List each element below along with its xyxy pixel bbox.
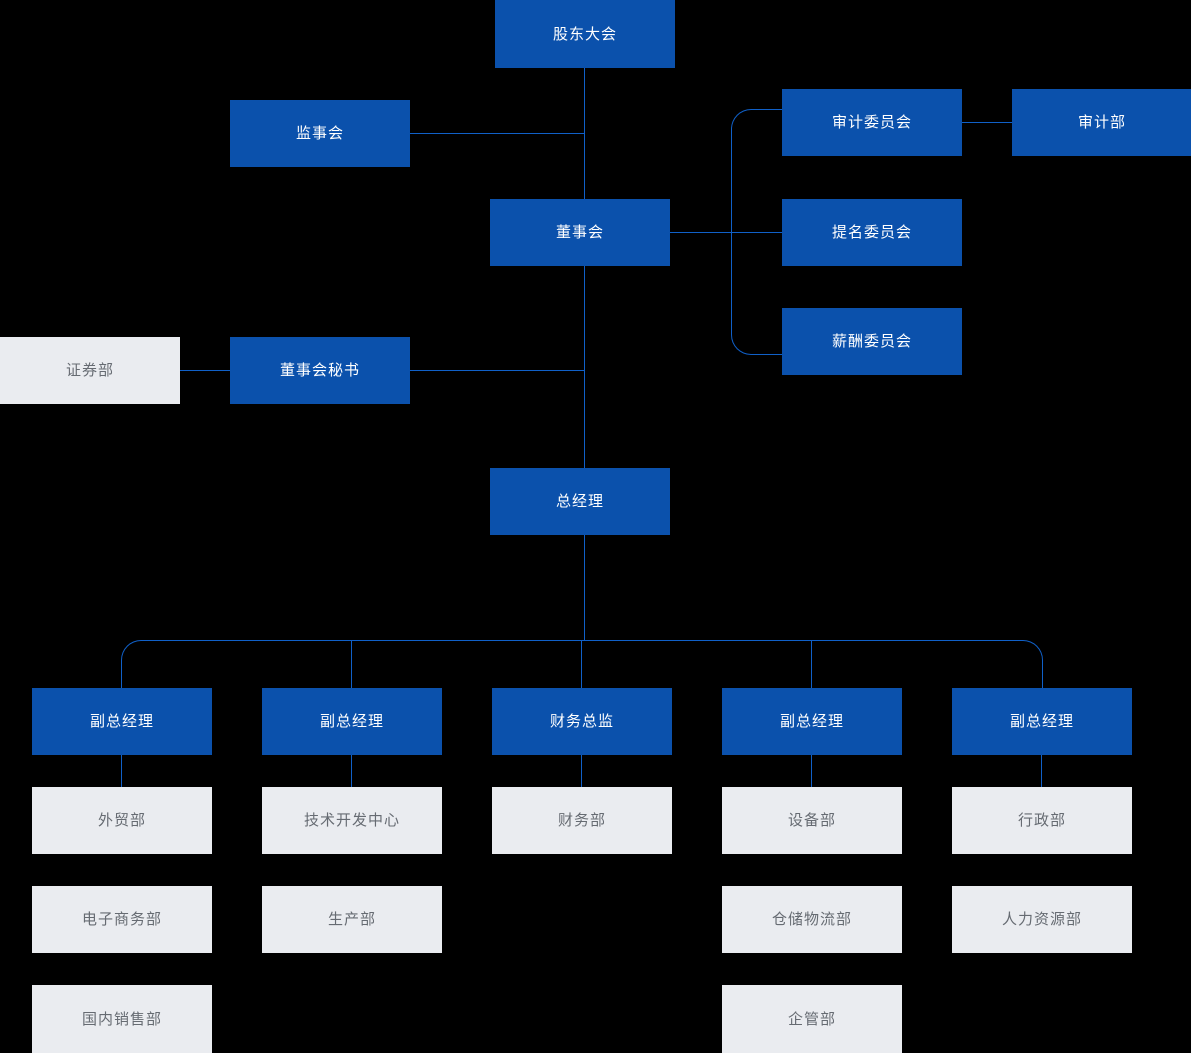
edge-board-to-committee-rail [670, 232, 732, 233]
node-label: 审计委员会 [831, 114, 912, 131]
node-shareholders[interactable]: 股东大会 [495, 0, 675, 68]
node-audit-dept[interactable]: 审计部 [1012, 89, 1191, 156]
node-label: 董事会秘书 [279, 362, 360, 379]
edge-rail-to-cfo [581, 640, 582, 688]
node-nomination-committee[interactable]: 提名委员会 [782, 199, 962, 266]
deputy-distribution-bracket [121, 640, 1043, 689]
edge-board-to-general-manager [584, 266, 585, 468]
node-deputy-general-manager-2[interactable]: 副总经理 [262, 688, 442, 755]
node-label: 提名委员会 [831, 224, 912, 241]
node-label: 股东大会 [552, 25, 617, 43]
edge-dgm-3-to-equipment-dept [811, 755, 812, 787]
node-label: 副总经理 [319, 713, 384, 730]
node-board[interactable]: 董事会 [490, 199, 670, 266]
node-label: 董事会 [555, 224, 604, 241]
node-securities-dept[interactable]: 证券部 [0, 337, 180, 404]
node-label: 企管部 [787, 1010, 836, 1028]
edge-board-secretary-to-trunk [410, 370, 585, 371]
edge-audit-committee-to-audit-dept [962, 122, 1012, 123]
node-supervisors[interactable]: 监事会 [230, 100, 410, 167]
node-label: 财务总监 [549, 713, 614, 730]
node-ecommerce-dept[interactable]: 电子商务部 [32, 886, 212, 953]
node-cfo[interactable]: 财务总监 [492, 688, 672, 755]
node-foreign-trade-dept[interactable]: 外贸部 [32, 787, 212, 854]
edge-rail-to-dgm-3 [811, 640, 812, 688]
node-label: 审计部 [1077, 114, 1126, 131]
node-label: 证券部 [65, 362, 114, 379]
node-label: 外贸部 [97, 812, 146, 829]
node-label: 副总经理 [779, 713, 844, 730]
node-domestic-sales-dept[interactable]: 国内销售部 [32, 985, 212, 1053]
node-label: 电子商务部 [81, 911, 162, 928]
node-label: 监事会 [295, 125, 344, 142]
node-label: 技术开发中心 [303, 812, 400, 829]
node-label: 行政部 [1017, 812, 1066, 829]
node-label: 总经理 [555, 493, 604, 510]
edge-general-manager-to-rail [584, 535, 585, 641]
node-deputy-general-manager-3[interactable]: 副总经理 [722, 688, 902, 755]
edge-supervisors-to-trunk [410, 133, 585, 134]
edge-dgm-2-to-tech-dev-center [351, 755, 352, 787]
node-label: 仓储物流部 [771, 911, 852, 928]
node-tech-dev-center[interactable]: 技术开发中心 [262, 787, 442, 854]
node-deputy-general-manager-4[interactable]: 副总经理 [952, 688, 1132, 755]
edge-cfo-to-finance-dept [581, 755, 582, 787]
node-production-dept[interactable]: 生产部 [262, 886, 442, 953]
node-label: 设备部 [787, 812, 836, 829]
node-label: 财务部 [557, 812, 606, 829]
node-board-secretary[interactable]: 董事会秘书 [230, 337, 410, 404]
node-general-manager[interactable]: 总经理 [490, 468, 670, 535]
edge-rail-to-nomination [731, 232, 783, 233]
node-audit-committee[interactable]: 审计委员会 [782, 89, 962, 156]
edge-dgm-1-to-foreign-trade [121, 755, 122, 787]
edge-dgm-4-to-admin-dept [1041, 755, 1042, 787]
node-warehouse-logistics-dept[interactable]: 仓储物流部 [722, 886, 902, 953]
node-enterprise-mgmt-dept[interactable]: 企管部 [722, 985, 902, 1053]
node-hr-dept[interactable]: 人力资源部 [952, 886, 1132, 953]
node-label: 国内销售部 [81, 1010, 162, 1028]
node-label: 生产部 [327, 911, 376, 928]
node-label: 副总经理 [1009, 713, 1074, 730]
node-deputy-general-manager-1[interactable]: 副总经理 [32, 688, 212, 755]
edge-rail-to-dgm-2 [351, 640, 352, 688]
edge-securities-to-board-secretary [180, 370, 230, 371]
node-label: 人力资源部 [1001, 911, 1082, 928]
node-admin-dept[interactable]: 行政部 [952, 787, 1132, 854]
node-equipment-dept[interactable]: 设备部 [722, 787, 902, 854]
node-finance-dept[interactable]: 财务部 [492, 787, 672, 854]
node-label: 薪酬委员会 [831, 333, 912, 350]
node-label: 副总经理 [89, 713, 154, 730]
node-compensation-committee[interactable]: 薪酬委员会 [782, 308, 962, 375]
